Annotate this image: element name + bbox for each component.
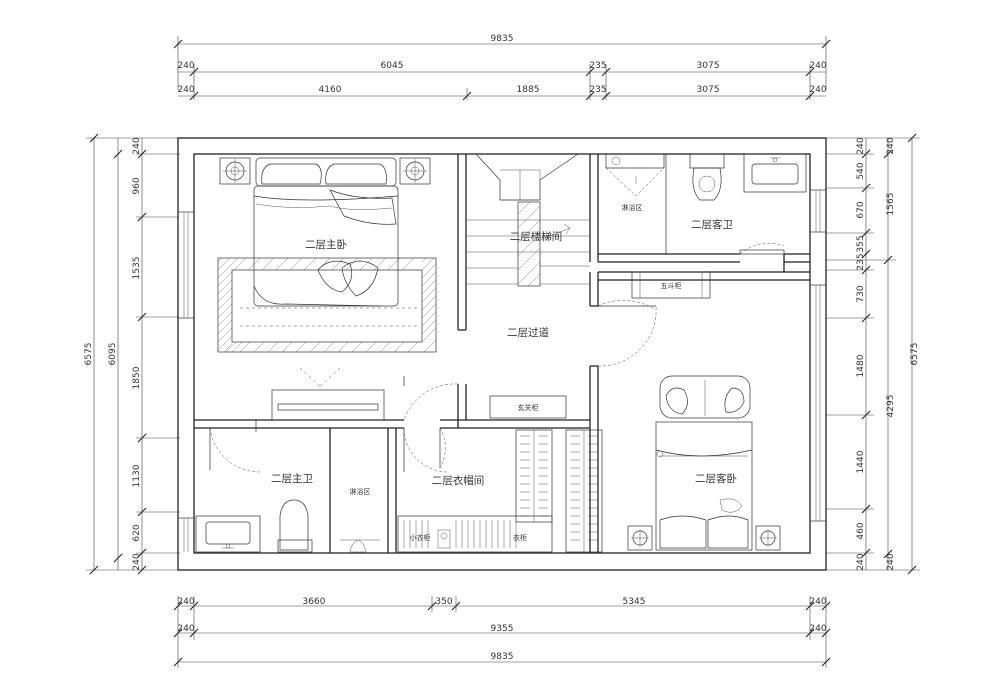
top-dimensions: 9835 240 6045 235 3075 240 240 4160 1885… xyxy=(173,34,831,101)
dim-top-r2-3: 235 xyxy=(589,61,606,71)
cloak-small-wardrobe: 小衣柜 xyxy=(410,533,431,542)
dim-left-r3-6: 620 xyxy=(132,524,142,541)
cloakroom: 小衣柜 衣柜 二层衣帽间 xyxy=(397,427,553,553)
master-pillow-2 xyxy=(341,260,379,297)
dim-right-r2-4: 240 xyxy=(886,553,896,570)
cloak-wardrobe: 衣柜 xyxy=(513,533,527,542)
dim-bottom-overall: 9835 xyxy=(491,652,514,662)
master-pillow-1 xyxy=(317,260,353,293)
master-bedroom: 二层主卧 xyxy=(217,157,459,421)
dim-right-overall: 6575 xyxy=(910,343,920,366)
dim-top-r3-3: 1885 xyxy=(517,85,540,95)
stairwell: 二层楼梯间 xyxy=(466,153,590,287)
right-dimensions: 6575 240 1565 4295 240 240 540 670 355 2… xyxy=(826,133,920,575)
dim-left-r3-5: 1130 xyxy=(132,464,142,487)
dim-top-r3-1: 240 xyxy=(177,85,194,95)
window-left-top xyxy=(178,211,194,319)
room-label-master-bedroom: 二层主卧 xyxy=(305,238,347,251)
dim-bottom-r1-5: 240 xyxy=(809,597,826,607)
storage-cabinet-label: 五斗柜 xyxy=(661,281,682,290)
wardrobe-guest xyxy=(565,429,603,553)
dim-right-r3-2: 540 xyxy=(856,162,866,179)
exterior-walls xyxy=(177,137,827,571)
nightstand-left xyxy=(219,157,251,185)
dim-right-r2-1: 240 xyxy=(886,137,896,154)
storage-cabinet xyxy=(631,271,711,299)
dim-bottom-r1-3: 350 xyxy=(435,597,452,607)
rug-hatch xyxy=(217,257,437,353)
dim-top-r3-2: 4160 xyxy=(319,85,342,95)
dim-bottom-r2-2: 9355 xyxy=(491,624,514,634)
dim-top-r2-1: 240 xyxy=(177,61,194,71)
dim-right-r3-4: 355 xyxy=(856,235,866,252)
dim-left-r3-7: 240 xyxy=(132,553,142,570)
nightstand-right xyxy=(399,157,431,185)
dim-right-r2-3: 4295 xyxy=(886,395,896,418)
dim-right-r3-7: 1480 xyxy=(856,354,866,377)
guest-nightstand-left xyxy=(627,525,653,551)
dim-top-r2-2: 6045 xyxy=(381,61,404,71)
dim-top-r3-6: 240 xyxy=(809,85,826,95)
dim-left-overall: 6575 xyxy=(84,343,94,366)
dim-bottom-r1-1: 240 xyxy=(177,597,194,607)
window-left-bottom xyxy=(178,517,194,552)
dim-left-r3-2: 960 xyxy=(132,177,142,194)
shower-area-2: 淋浴区 xyxy=(350,487,371,496)
dim-right-r3-1: 240 xyxy=(856,137,866,154)
basin-icon xyxy=(743,153,807,193)
window-right-bottom xyxy=(810,284,826,522)
room-label-master-bath: 二层主卫 xyxy=(271,473,313,485)
dim-bottom-r1-2: 3660 xyxy=(303,597,326,607)
dim-right-r3-5: 235 xyxy=(856,253,866,270)
guest-bath: 淋浴区 二层客卫 xyxy=(605,153,807,255)
dim-top-r2-4: 3075 xyxy=(697,61,720,71)
dim-top-overall: 9835 xyxy=(491,34,514,44)
dim-left-r3-3: 1535 xyxy=(132,257,142,280)
guest-bedroom: 五斗柜 二层客卧 xyxy=(627,271,781,551)
room-label-corridor: 二层过道 xyxy=(507,326,549,339)
dim-right-r3-6: 730 xyxy=(856,285,866,302)
shower-area-1: 淋浴区 xyxy=(622,203,643,212)
guest-bed xyxy=(655,421,753,551)
dim-right-r3-9: 460 xyxy=(856,522,866,539)
toilet-icon xyxy=(277,499,313,553)
corridor: 玄关柜 二层过道 xyxy=(489,300,657,419)
dim-left-r2: 6095 xyxy=(108,343,118,366)
dim-top-r3-5: 3075 xyxy=(697,85,720,95)
dim-right-r3-10: 240 xyxy=(856,553,866,570)
room-label-guest-bedroom: 二层客卧 xyxy=(695,472,737,485)
guest-pillow-1 xyxy=(659,515,707,549)
room-label-cloakroom: 二层衣帽间 xyxy=(432,474,485,487)
dim-right-r3-8: 1440 xyxy=(856,450,866,473)
dim-bottom-r2-3: 240 xyxy=(809,624,826,634)
master-headboard xyxy=(255,157,397,187)
tv-cabinet xyxy=(271,389,385,421)
basin-icon xyxy=(195,515,261,553)
dim-left-r3-1: 240 xyxy=(132,137,142,154)
dim-right-r3-3: 670 xyxy=(856,201,866,218)
window-right-top xyxy=(810,189,826,233)
dim-bottom-r1-4: 5345 xyxy=(623,597,646,607)
dim-right-r2-2: 1565 xyxy=(886,193,896,216)
armchair-icon xyxy=(659,375,751,419)
toilet-icon xyxy=(689,153,725,201)
dim-left-r3-4: 1850 xyxy=(132,366,142,389)
room-label-guest-bath: 二层客卫 xyxy=(691,218,733,231)
guest-nightstand-right xyxy=(755,525,781,551)
guest-pillow-2 xyxy=(707,515,749,549)
tv-icon xyxy=(277,403,379,411)
room-label-stair-room: 二层楼梯间 xyxy=(510,230,563,243)
left-dimensions: 6575 6095 240 960 1535 1850 1130 620 240 xyxy=(84,133,180,575)
dim-top-r2-5: 240 xyxy=(809,61,826,71)
dim-top-r3-4: 235 xyxy=(589,85,606,95)
dim-bottom-r2-1: 240 xyxy=(177,624,194,634)
entry-cabinet xyxy=(489,395,567,419)
master-bath: 淋浴区 二层主卫 xyxy=(195,420,380,553)
bottom-dimensions: 240 3660 350 5345 240 240 9355 240 9835 xyxy=(173,596,831,668)
interior-walls xyxy=(194,154,810,553)
entry-cabinet-label: 玄关柜 xyxy=(518,403,539,412)
